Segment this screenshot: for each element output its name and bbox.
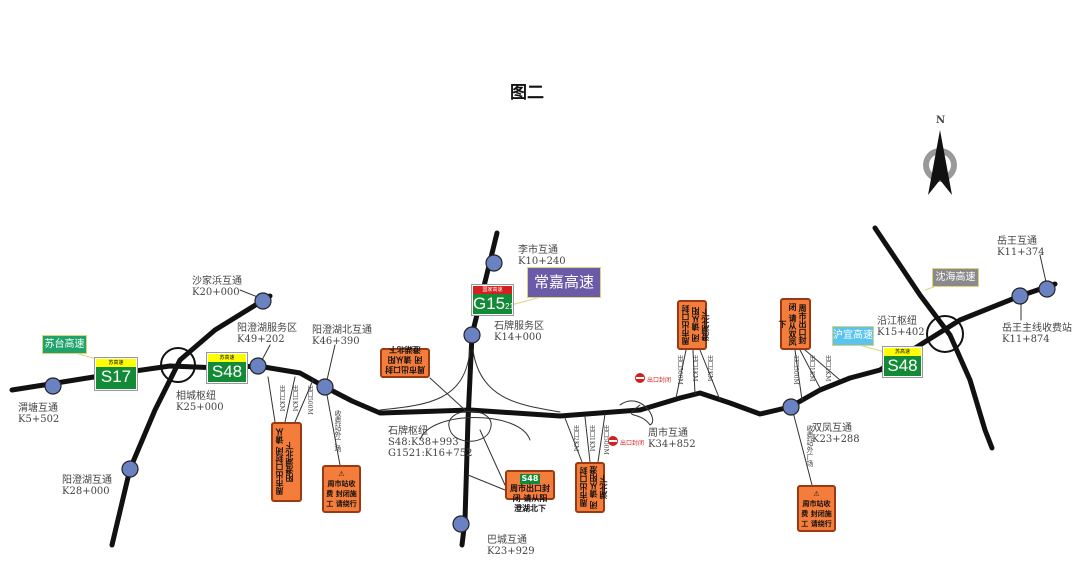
node-shuangfeng <box>782 398 800 416</box>
distance-label: 出口500M <box>676 355 683 385</box>
construction-icon: ⚠ <box>338 470 345 478</box>
closure-sign: 周市出口封闭 请从阳澄湖北下 <box>575 462 608 513</box>
distance-label: 出口2KM <box>572 425 579 452</box>
closure-sign: 周市出口封闭 请从阳澄湖北下 <box>677 300 710 350</box>
shenhai-road <box>872 225 995 451</box>
node-yangchenghu <box>121 460 139 478</box>
exit-closed-label: 出口封闭 <box>647 377 672 384</box>
s17-crossroad <box>109 293 273 548</box>
compass-icon <box>923 130 957 195</box>
closure-sign: 周市出口封闭 请从阳澄湖北下 <box>380 345 430 378</box>
shenhai-callout: 沈海高速 <box>932 268 979 287</box>
node-weitang <box>44 377 62 395</box>
distance-label: 出口1KM <box>691 355 698 382</box>
node-yuewang-toll <box>1011 287 1029 305</box>
distance-label: 出口1KM <box>808 355 815 382</box>
node-bacheng <box>452 515 470 533</box>
node-shipai-service <box>463 326 481 344</box>
compass-label: N <box>936 115 946 126</box>
distance-label: 出口1KM <box>588 425 595 452</box>
closure-sign: 周市出口封闭 请从阳澄湖北下 <box>271 422 302 502</box>
distance-label: 出口500M <box>602 425 609 455</box>
distance-label: 出口500M <box>792 355 799 385</box>
node-shajiabang <box>254 292 272 310</box>
toll-plaza-label: 收费站外广场 <box>806 425 814 467</box>
node-yuewang <box>1038 280 1056 298</box>
xiangcheng-ring <box>160 347 196 383</box>
distance-label: 出口2KM <box>824 355 831 382</box>
figure-title: 图二 <box>510 83 544 103</box>
closure-sign: 周市出口封闭 请从双凤下 <box>778 298 811 350</box>
sutai-callout: 苏台高速 <box>42 335 87 354</box>
node-yangchenghu-north <box>316 378 334 396</box>
toll-plaza-label: 收费站外广场 <box>334 410 342 452</box>
distance-label: 出口2KM <box>278 385 285 412</box>
huyi-callout: 沪宜高速 <box>832 326 874 346</box>
construction-icon: ⚠ <box>813 490 820 498</box>
changjia-callout: 常嘉高速 <box>527 267 601 298</box>
distance-label: 出口500M <box>306 385 313 415</box>
toll-closure-sign: ⚠周市站收费 封闭施工 请绕行 <box>322 465 361 513</box>
node-lishi <box>485 254 503 272</box>
yanjiang-ring <box>926 315 964 353</box>
distance-label: 出口1KM <box>291 385 298 412</box>
exit-closed-label: 出口封闭 <box>620 440 645 447</box>
distance-label: 出口2KM <box>706 355 713 382</box>
node-yangchenghu-service <box>249 357 267 375</box>
toll-closure-sign: ⚠周市站收费 封闭施工 请绕行 <box>797 485 836 532</box>
